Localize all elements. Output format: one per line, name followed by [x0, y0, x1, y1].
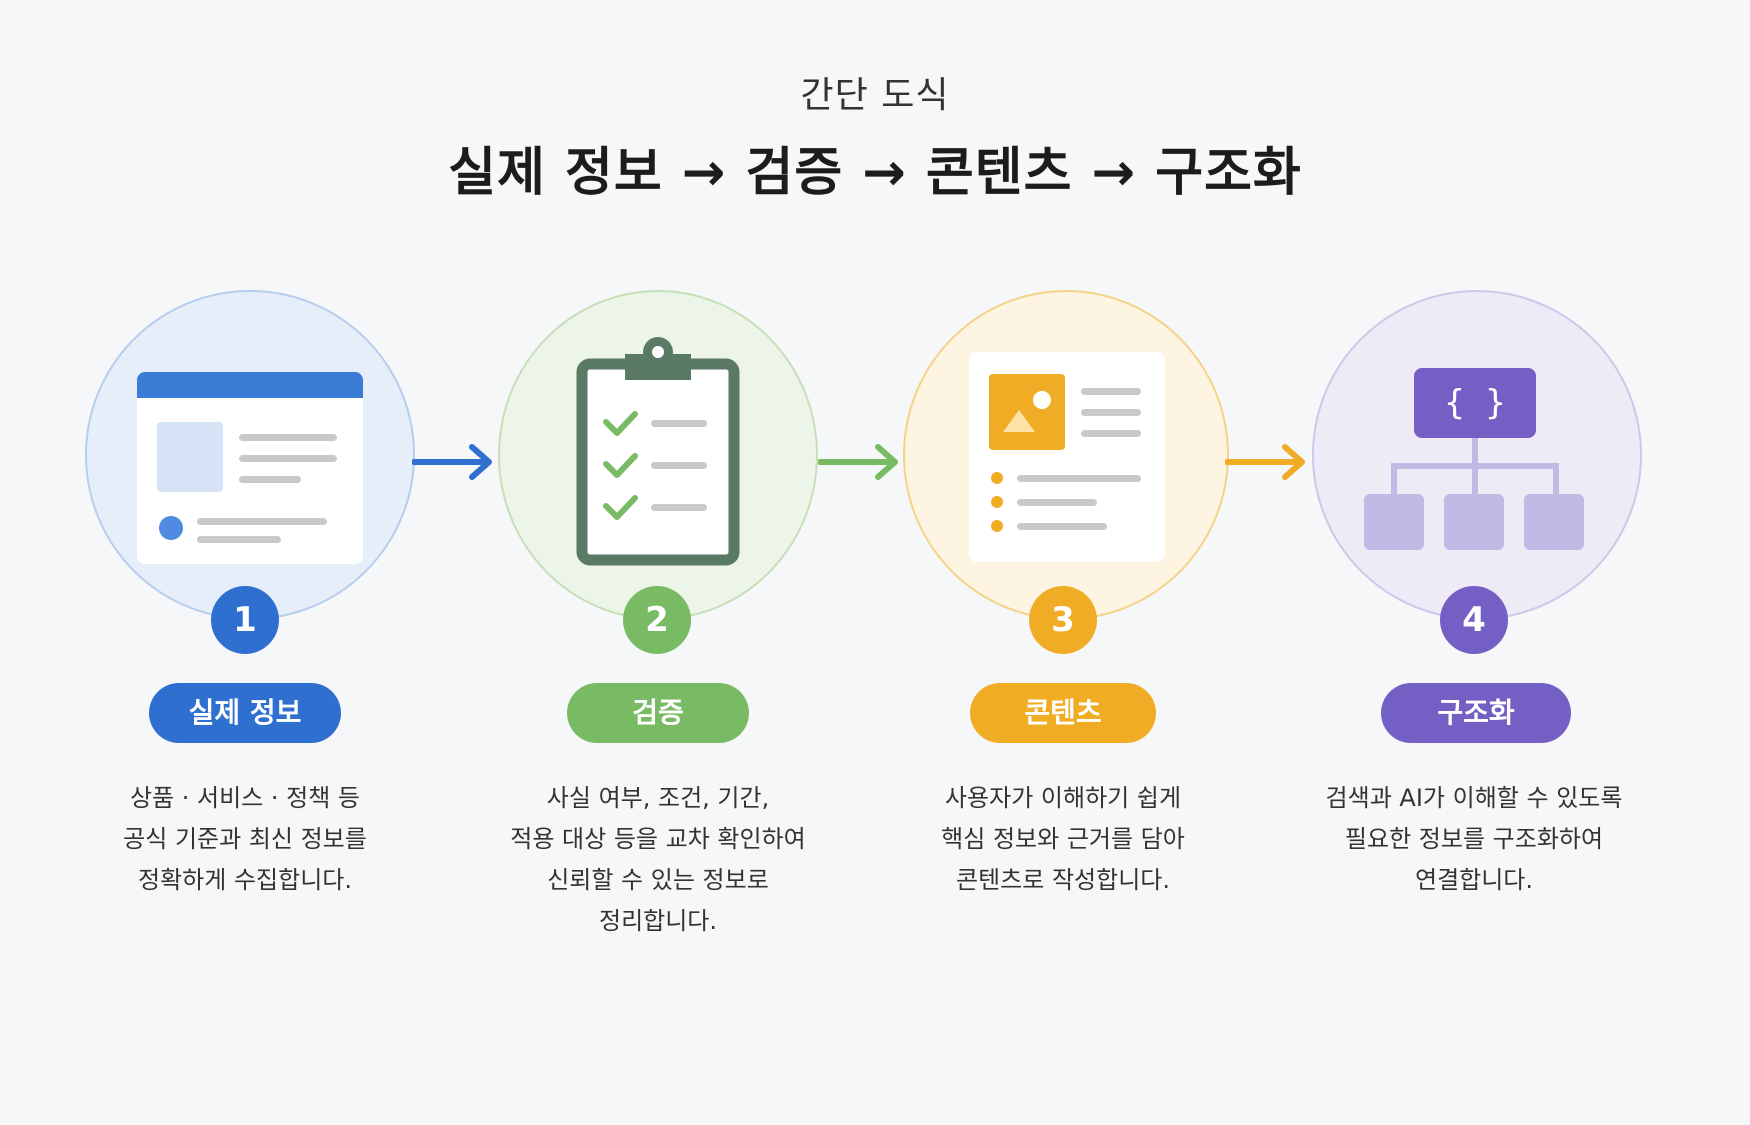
description-line: 검색과 AI가 이해할 수 있도록	[1325, 784, 1623, 812]
step-1-number: 1	[211, 586, 279, 654]
page-title: 실제 정보 → 검증 → 콘텐츠 → 구조화	[448, 143, 1302, 203]
description-line: 필요한 정보를 구조화하여	[1344, 825, 1604, 853]
step-1: 1 실제 정보 상품 · 서비스 · 정책 등 공식 기준과 최신 정보를 정확…	[35, 0, 455, 1125]
step-2-number: 2	[623, 586, 691, 654]
step-2: 2 검증 사실 여부, 조건, 기간, 적용 대상 등을 교차 확인하여 신뢰할…	[448, 0, 868, 1125]
step-2-description: 사실 여부, 조건, 기간, 적용 대상 등을 교차 확인하여 신뢰할 수 있는…	[448, 778, 868, 942]
content-document-icon	[969, 352, 1165, 562]
braces-label: { }	[1444, 383, 1505, 423]
subtitle: 간단 도식	[800, 75, 950, 116]
step-3-number: 3	[1029, 586, 1097, 654]
clipboard-checklist-icon	[576, 337, 740, 566]
description-line: 공식 기준과 최신 정보를	[123, 825, 367, 853]
description-line: 사용자가 이해하기 쉽게	[944, 784, 1182, 812]
step-3-label: 콘텐츠	[970, 683, 1156, 743]
arrow-right-icon	[818, 444, 898, 480]
description-line: 콘텐츠로 작성합니다.	[956, 866, 1170, 894]
step-2-label: 검증	[567, 683, 749, 743]
step-4: { } 4 구조화 검색과 AI가 이해할 수 있도록 필요한 정보를 구조화하…	[1264, 0, 1684, 1125]
step-4-description: 검색과 AI가 이해할 수 있도록 필요한 정보를 구조화하여 연결합니다.	[1264, 778, 1684, 901]
step-1-label: 실제 정보	[149, 683, 341, 743]
browser-window-icon	[137, 372, 363, 564]
step-3-description: 사용자가 이해하기 쉽게 핵심 정보와 근거를 담아 콘텐츠로 작성합니다.	[853, 778, 1273, 901]
description-line: 정리합니다.	[598, 907, 718, 935]
description-line: 신뢰할 수 있는 정보로	[547, 866, 769, 894]
description-line: 상품 · 서비스 · 정책 등	[129, 784, 361, 812]
description-line: 핵심 정보와 근거를 담아	[941, 825, 1185, 853]
description-line: 정확하게 수집합니다.	[138, 866, 352, 894]
step-1-description: 상품 · 서비스 · 정책 등 공식 기준과 최신 정보를 정확하게 수집합니다…	[35, 778, 455, 901]
step-4-number: 4	[1440, 586, 1508, 654]
description-line: 적용 대상 등을 교차 확인하여	[510, 825, 806, 853]
step-4-label: 구조화	[1381, 683, 1571, 743]
arrow-right-icon	[412, 444, 492, 480]
step-3: 3 콘텐츠 사용자가 이해하기 쉽게 핵심 정보와 근거를 담아 콘텐츠로 작성…	[853, 0, 1273, 1125]
description-line: 사실 여부, 조건, 기간,	[546, 784, 770, 812]
structure-tree-icon: { }	[1364, 368, 1584, 550]
description-line: 연결합니다.	[1414, 866, 1534, 894]
arrow-right-icon	[1225, 444, 1305, 480]
